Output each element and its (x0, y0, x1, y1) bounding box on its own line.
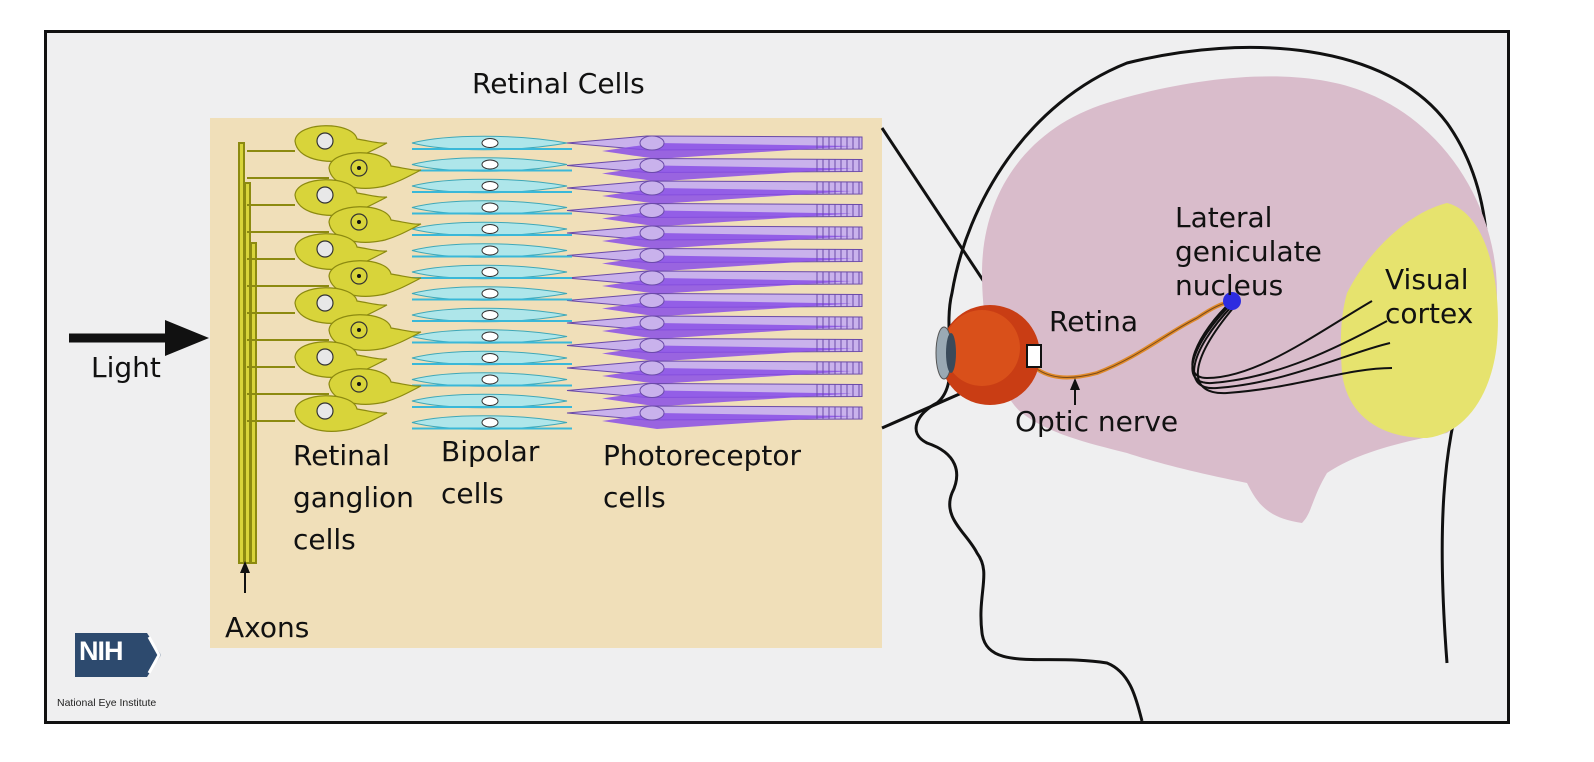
photoreceptor-cell (566, 247, 863, 272)
bipolar-cell (411, 264, 572, 280)
nih-logo (75, 633, 161, 677)
bipolar-cell (411, 350, 572, 366)
photoreceptor-cell (566, 315, 863, 339)
eye (935, 305, 1042, 405)
bipolar-cell (411, 178, 572, 194)
bipolar-cell (411, 243, 572, 258)
lgn-label: Lateral geniculate nucleus (1175, 201, 1322, 302)
retina-label: Retina (1049, 305, 1139, 338)
photoreceptor-cell (566, 135, 863, 159)
photoreceptor-cell (566, 292, 863, 317)
bipolar-cell (411, 307, 572, 323)
photoreceptor-cells (566, 135, 863, 429)
bipolar-cells-label: Bipolar cells (441, 435, 540, 510)
photoreceptor-cell (566, 180, 863, 204)
nih-logo-text: NIH (79, 636, 123, 666)
optic-nerve-label: Optic nerve (1015, 405, 1179, 438)
bipolar-cell (411, 135, 572, 151)
bipolar-cell (411, 200, 572, 215)
bipolar-cell (411, 329, 572, 344)
retinal-ganglion-cells-label: Retinal ganglion cells (293, 439, 414, 556)
photoreceptor-cell (566, 157, 863, 182)
ganglion-cell (247, 368, 422, 405)
bipolar-cell (411, 286, 572, 301)
optic-radiation (1191, 300, 1393, 395)
photoreceptor-cell (566, 270, 863, 294)
photoreceptor-cells-label: Photoreceptor cells (603, 439, 802, 514)
photoreceptor-cell (566, 225, 863, 249)
retinal-cells-title: Retinal Cells (472, 67, 645, 100)
ganglion-cell (247, 152, 422, 189)
bipolar-cell (411, 415, 572, 430)
bipolar-cell (411, 393, 572, 409)
ganglion-cell (247, 260, 422, 297)
light-arrow (69, 320, 209, 356)
visual-cortex (1340, 203, 1498, 438)
ganglion-cell (247, 206, 422, 243)
axon-bundle (238, 142, 257, 564)
axons-label: Axons (225, 611, 310, 644)
bipolar-cell (411, 372, 572, 387)
diagram-frame: Retinal Cells Light Retinal ganglion cel… (44, 30, 1510, 724)
photoreceptor-cell (566, 382, 863, 407)
photoreceptor-cell (566, 202, 863, 227)
ganglion-cells (247, 125, 422, 432)
light-label: Light (91, 351, 161, 384)
photoreceptor-cell (566, 337, 863, 362)
visual-cortex-label: Visual cortex (1385, 263, 1474, 330)
bipolar-cell (411, 157, 572, 172)
bipolar-cell (411, 221, 572, 237)
ganglion-cell (247, 395, 388, 432)
photoreceptor-cell (566, 405, 863, 429)
ganglion-cell (247, 314, 422, 351)
lgn-dot (1223, 292, 1241, 310)
nih-logo-subtitle: National Eye Institute (57, 697, 157, 709)
visual-pathway-diagram (69, 45, 1498, 721)
photoreceptor-cell (566, 360, 863, 384)
bipolar-cells (411, 135, 572, 430)
